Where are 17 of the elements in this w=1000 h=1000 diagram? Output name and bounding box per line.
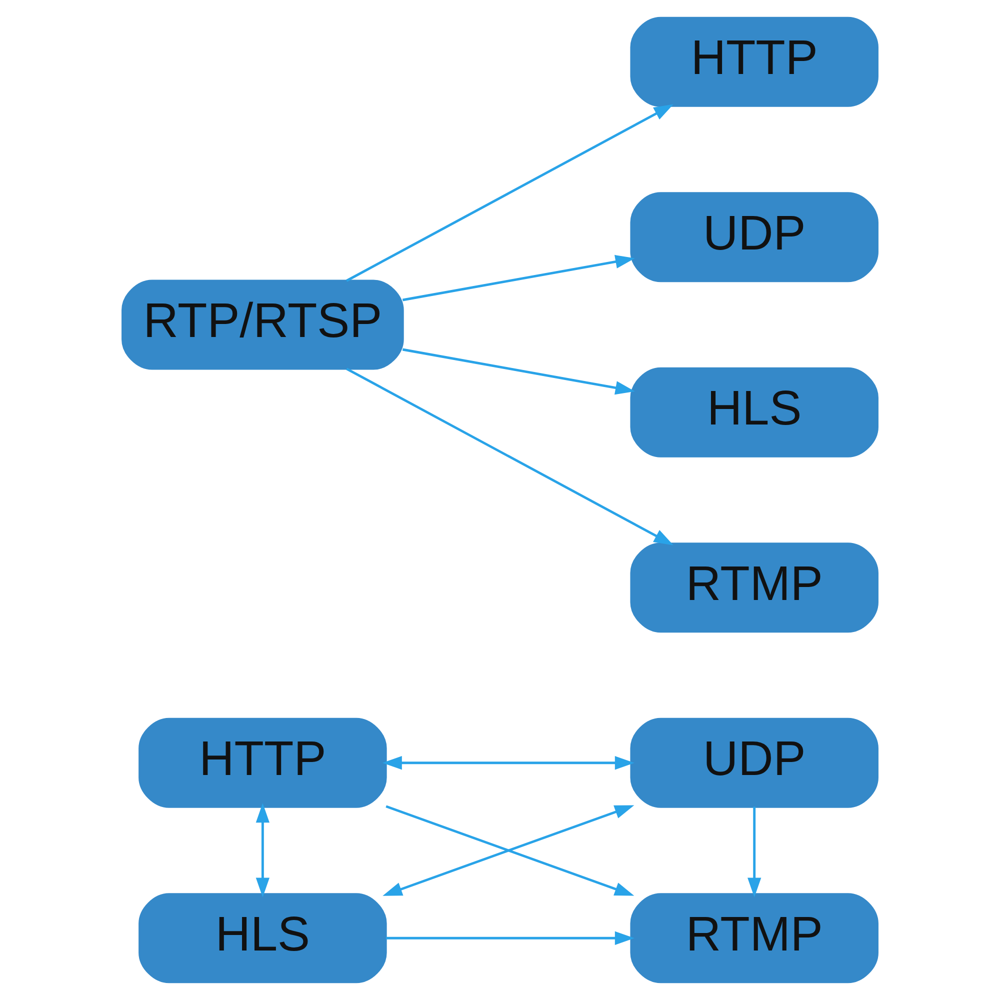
node-box: HLS [138,893,387,984]
arrow [256,803,270,898]
node-box: UDP [630,192,878,282]
node-box: HTTP [630,16,878,107]
arrow [402,254,635,302]
node-box: RTMP [630,893,878,984]
node-box: RTP/RTSP [122,280,404,370]
arrow [346,368,674,546]
arrow [382,756,634,770]
node-box: HTTP [138,718,387,808]
arrow [748,806,762,898]
node-box: UDP [630,718,878,808]
node-box: RTMP [630,542,878,633]
node-box: HLS [630,367,878,458]
arrow [386,931,634,945]
arrow [402,348,635,395]
arrow [346,104,674,282]
